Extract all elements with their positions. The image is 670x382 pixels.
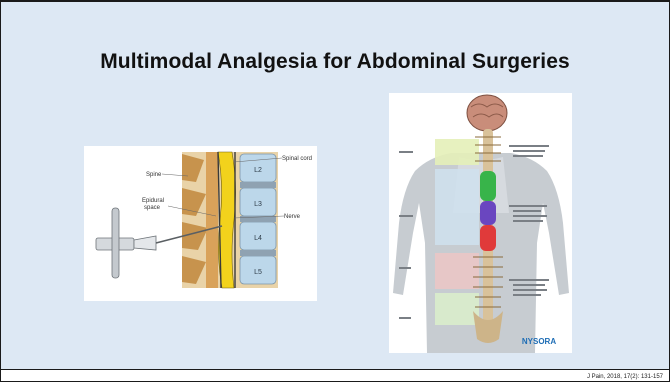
slide-title: Multimodal Analgesia for Abdominal Surge…: [1, 50, 669, 74]
spine-segment-red: [480, 225, 496, 251]
vertebra-label: L4: [254, 235, 262, 242]
vertebra-label: L2: [254, 167, 262, 174]
label-epidural-space-2: space: [144, 205, 161, 211]
spine-dermatome-figure: NYSORA: [389, 93, 572, 353]
label-spine: Spine: [146, 172, 162, 178]
vertebra-label: L3: [254, 201, 262, 208]
epidural-illustration-svg: L2 L3 L4 L5 Spine Epidural space Spinal …: [84, 146, 317, 301]
vertebra-label: L5: [254, 269, 262, 276]
syringe-flange: [112, 208, 119, 278]
spine-dermatome-svg: NYSORA: [389, 93, 572, 353]
ligament: [206, 152, 218, 288]
label-nerve: Nerve: [284, 214, 301, 220]
label-spinal-cord: Spinal cord: [282, 156, 312, 162]
nysora-logo: NYSORA: [522, 337, 556, 346]
thoracic-band: [435, 169, 479, 245]
spine-segment-purple: [480, 201, 496, 225]
region-label-marker: [399, 317, 411, 319]
region-label-marker: [399, 215, 413, 217]
footer-bar: [1, 369, 669, 381]
region-label-marker: [399, 267, 411, 269]
label-epidural-space: Epidural: [142, 198, 164, 204]
lumbar-band: [435, 253, 479, 289]
cervical-band: [435, 139, 479, 165]
citation: J Pain, 2018, 17(2): 131-157: [587, 374, 663, 380]
brain: [467, 95, 507, 131]
intervertebral-disc: [240, 182, 276, 188]
sacral-band: [435, 293, 479, 325]
intervertebral-disc: [240, 250, 276, 256]
syringe-hub: [134, 236, 156, 250]
spine-segment-green: [480, 171, 496, 201]
epidural-illustration: L2 L3 L4 L5 Spine Epidural space Spinal …: [84, 146, 317, 301]
region-label-marker: [399, 151, 413, 153]
